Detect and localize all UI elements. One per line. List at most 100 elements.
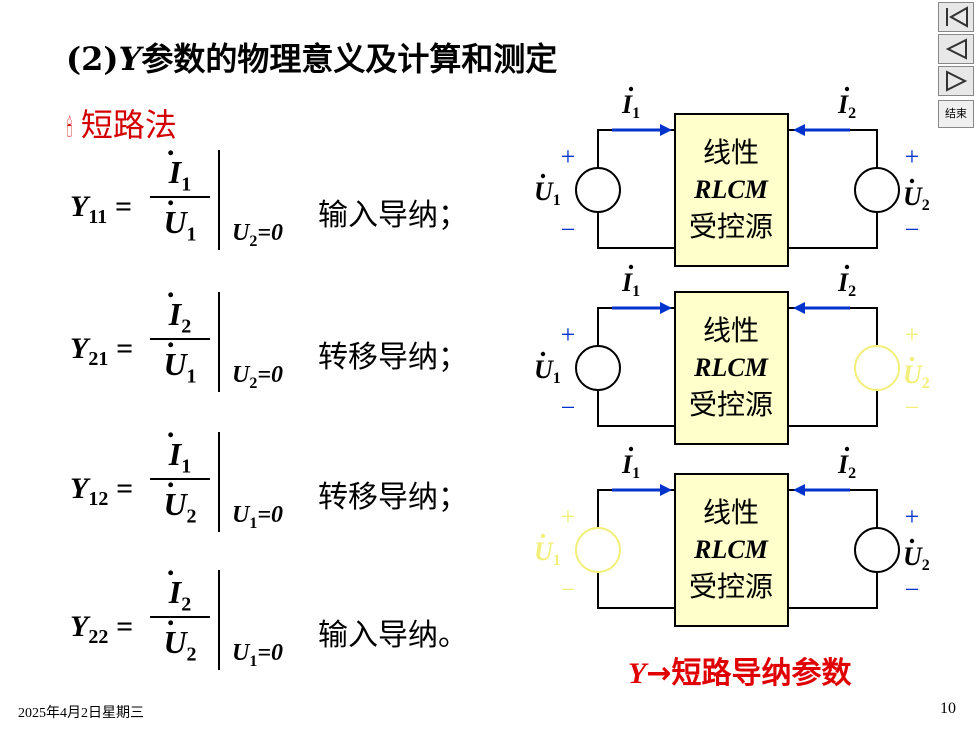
equation-fraction: I1 U2 [150,404,210,528]
equation-fraction: I1 U1 [150,122,210,246]
network-box [674,113,789,267]
left-voltage-source [575,167,621,213]
fraction-denominator: U2 [150,592,210,666]
right-voltage-source [854,527,900,573]
equation-lhs: Y12 = [70,472,133,510]
slide-title: (2)Y参数的物理意义及计算和测定 [66,34,557,80]
current2-label-dot [844,86,850,92]
equation-description: 转移导纳； [318,480,468,515]
equation-condition: U1=0 [232,640,284,670]
box-label-line1: 线性 [703,497,759,529]
voltage2-label: U2 [903,182,930,214]
bullet-label: 短路法 [80,106,177,144]
current1-arrowhead [660,302,672,314]
right-plus: + [905,502,920,531]
right-voltage-source [854,167,900,213]
equation-lhs: Y22 = [70,610,133,648]
voltage1-label: U1 [534,177,561,209]
first-slide-button[interactable] [938,2,974,32]
fraction-bar [150,338,210,340]
current2-arrowhead [793,124,805,136]
right-minus: − [905,575,920,604]
right-minus: − [905,393,920,422]
fraction-denominator: U1 [150,314,210,388]
fraction-numerator: I2 [150,264,210,338]
fraction-denominator: U1 [150,172,210,246]
equation-description: 转移导纳； [318,340,468,375]
voltage2-label-dot [909,178,915,184]
voltage1-label-dot [540,173,546,179]
left-minus: − [561,215,576,244]
box-label-line2: RLCM [693,175,769,204]
evaluation-bar [218,292,220,392]
caption-text: 短路导纳参数 [671,656,852,691]
next-slide-button[interactable] [938,66,974,96]
current2-label: I2 [837,450,856,482]
current1-arrowhead [660,484,672,496]
voltage1-label: U1 [534,355,561,387]
equation-condition: U2=0 [232,220,284,250]
end-show-button[interactable]: 结束 [938,100,974,128]
fraction-bar [150,196,210,198]
title-prefix: (2) [66,40,119,78]
left-minus: − [561,393,576,422]
left-plus: + [561,320,576,349]
current1-label-dot [628,446,634,452]
voltage1-label-dot [540,533,546,539]
equation-lhs: Y11 = [70,190,132,228]
current1-label: I1 [621,268,640,300]
equation-fraction: I2 U1 [150,264,210,388]
box-label-line2: RLCM [693,353,769,382]
current2-arrowhead [793,484,805,496]
network-box [674,473,789,627]
title-symbol: Y [118,40,142,78]
evaluation-bar [218,150,220,250]
fraction-denominator: U2 [150,454,210,528]
voltage2-label-dot [909,538,915,544]
equation-condition: U2=0 [232,362,284,392]
network-box [674,291,789,445]
box-label-line1: 线性 [703,315,759,347]
current1-label-dot [628,264,634,270]
current2-arrowhead [793,302,805,314]
current1-label: I1 [621,450,640,482]
fraction-numerator: I1 [150,122,210,196]
caption: Y→短路导纳参数 [628,648,851,692]
right-minus: − [905,215,920,244]
equation-description: 输入导纳； [318,198,468,233]
previous-slide-button[interactable] [938,34,974,64]
bullet-short-circuit: 🕯短路法 [66,100,177,146]
box-label-line2: RLCM [693,535,769,564]
previous-icon [945,38,967,60]
right-plus: + [905,320,920,349]
fraction-numerator: I1 [150,404,210,478]
caption-symbol: Y [628,657,647,690]
current2-label: I2 [837,268,856,300]
box-label-line3: 受控源 [689,571,773,603]
voltage1-label: U1 [534,537,561,569]
right-voltage-source [854,345,900,391]
voltage2-label: U2 [903,542,930,574]
box-label-line3: 受控源 [689,389,773,421]
left-voltage-source [575,345,621,391]
page-number: 10 [940,700,956,717]
first-icon [946,6,968,28]
box-label-line3: 受控源 [689,211,773,243]
equation-description: 输入导纳。 [318,618,468,653]
evaluation-bar [218,432,220,532]
equation-lhs: Y21 = [70,332,133,370]
evaluation-bar [218,570,220,670]
caption-arrow: → [646,656,672,691]
voltage2-label: U2 [903,360,930,392]
title-text: 参数的物理意义及计算和测定 [141,40,558,78]
fraction-bar [150,478,210,480]
left-plus: + [561,502,576,531]
left-minus: − [561,575,576,604]
voltage2-label-dot [909,356,915,362]
current2-label: I2 [837,90,856,122]
voltage1-label-dot [540,351,546,357]
left-voltage-source [575,527,621,573]
current1-label-dot [628,86,634,92]
right-plus: + [905,142,920,171]
